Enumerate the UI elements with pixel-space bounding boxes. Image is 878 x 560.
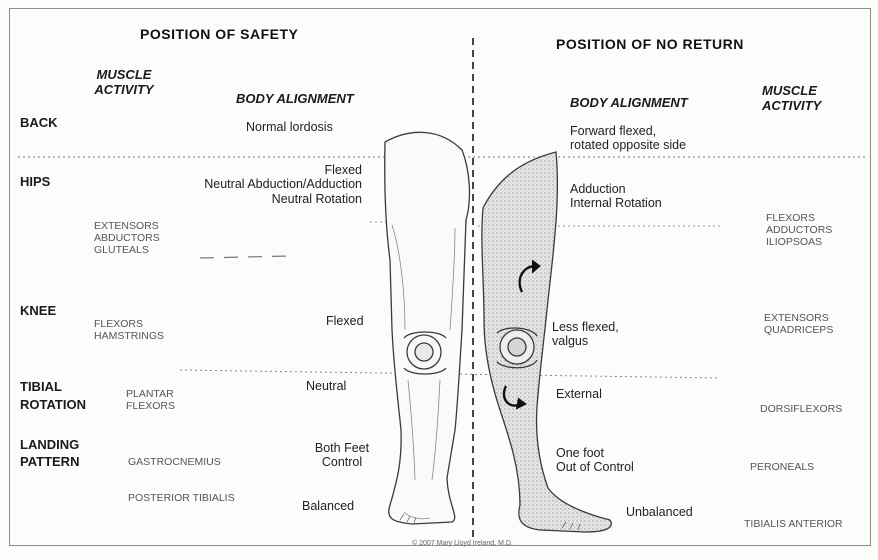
safety-hips-muscles: EXTENSORS ABDUCTORS GLUTEALS: [94, 220, 160, 256]
no-return-landing-alignment: One foot Out of Control: [556, 446, 634, 475]
no-return-landing-muscles: PERONEALS: [750, 461, 814, 473]
safety-tibial-alignment: Neutral: [306, 379, 346, 393]
copyright-note: © 2007 Mary Lloyd Ireland, M.D.: [412, 540, 513, 548]
column-muscle-activity-left: MUSCLE ACTIVITY: [86, 68, 162, 98]
no-return-tibial-muscles: DORSIFLEXORS: [760, 403, 842, 415]
safety-landing-alignment: Both Feet Control: [302, 441, 382, 470]
safety-back-alignment: Normal lordosis: [246, 120, 333, 134]
header-no-return: POSITION OF NO RETURN: [556, 36, 744, 52]
safety-knee-muscles: FLEXORS HAMSTRINGS: [94, 318, 164, 342]
no-return-knee-muscles: EXTENSORS QUADRICEPS: [764, 312, 833, 336]
safety-tibial-muscles: PLANTAR FLEXORS: [126, 388, 175, 412]
row-label-landing-pattern: LANDING PATTERN: [20, 437, 79, 471]
row-label-hips: HIPS: [20, 175, 50, 190]
safety-knee-alignment: Flexed: [326, 314, 364, 328]
no-return-back-alignment: Forward flexed, rotated opposite side: [570, 124, 686, 153]
no-return-tibial-alignment: External: [556, 387, 602, 401]
column-muscle-activity-right: MUSCLE ACTIVITY: [762, 84, 821, 114]
safety-balance-muscles: POSTERIOR TIBIALIS: [128, 492, 235, 504]
column-body-alignment-left: BODY ALIGNMENT: [236, 92, 354, 107]
row-label-knee: KNEE: [20, 304, 56, 319]
header-safety: POSITION OF SAFETY: [140, 26, 298, 42]
no-return-hips-muscles: FLEXORS ADDUCTORS ILIOPSOAS: [766, 212, 832, 248]
column-body-alignment-right: BODY ALIGNMENT: [570, 96, 688, 111]
safety-balance-alignment: Balanced: [302, 499, 354, 513]
row-label-tibial-rotation: TIBIAL ROTATION: [20, 378, 86, 413]
short-dash-mark: [200, 256, 290, 258]
no-return-balance-alignment: Unbalanced: [626, 505, 693, 519]
safe-leg: [385, 132, 470, 524]
safety-landing-muscles: GASTROCNEMIUS: [128, 456, 221, 468]
no-return-knee-alignment: Less flexed, valgus: [552, 320, 619, 349]
safety-hips-alignment: Flexed Neutral Abduction/Adduction Neutr…: [150, 163, 362, 206]
no-return-balance-muscles: TIBIALIS ANTERIOR: [744, 518, 843, 530]
row-label-back: BACK: [20, 116, 58, 131]
no-return-hips-alignment: Adduction Internal Rotation: [570, 182, 662, 211]
